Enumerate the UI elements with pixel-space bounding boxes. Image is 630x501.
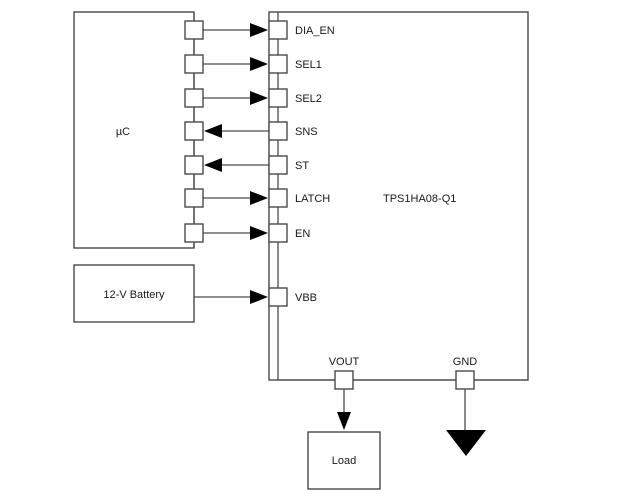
mcu-pad-sel1[interactable] bbox=[184, 54, 204, 74]
mcu-label: µC bbox=[116, 126, 130, 138]
mcu-box bbox=[73, 11, 195, 249]
pin-label-sel2: SEL2 bbox=[295, 93, 322, 105]
arrow-sel2-icon bbox=[250, 91, 268, 105]
battery-block[interactable]: 12-V Battery bbox=[73, 264, 195, 323]
signal-row-st[interactable]: ST bbox=[184, 155, 309, 175]
ic-pad-sel1[interactable] bbox=[268, 54, 288, 74]
arrow-vout-icon bbox=[337, 412, 351, 430]
mcu-pad-en[interactable] bbox=[184, 223, 204, 243]
pin-label-vout: VOUT bbox=[329, 356, 360, 368]
arrow-latch-icon bbox=[250, 191, 268, 205]
load-label: Load bbox=[332, 455, 356, 467]
ic-pad-latch[interactable] bbox=[268, 188, 288, 208]
arrow-sns-icon bbox=[204, 124, 222, 138]
pin-label-en: EN bbox=[295, 228, 310, 240]
ic-pad-dia-en[interactable] bbox=[268, 20, 288, 40]
arrow-sel1-icon bbox=[250, 57, 268, 71]
power-row-vout[interactable]: VOUT bbox=[329, 356, 360, 430]
ground-symbol-icon bbox=[446, 430, 486, 456]
ic-pad-sel2[interactable] bbox=[268, 88, 288, 108]
pin-label-vbb: VBB bbox=[295, 292, 317, 304]
signal-row-latch[interactable]: LATCH bbox=[184, 188, 330, 208]
signal-row-sel1[interactable]: SEL1 bbox=[184, 54, 322, 74]
ic-part-number: TPS1HA08-Q1 bbox=[383, 193, 456, 205]
mcu-block[interactable]: µC bbox=[73, 11, 195, 249]
signal-row-sns[interactable]: SNS bbox=[184, 121, 318, 141]
mcu-pad-sel2[interactable] bbox=[184, 88, 204, 108]
load-block[interactable]: Load bbox=[307, 431, 381, 490]
pin-label-latch: LATCH bbox=[295, 193, 330, 205]
pin-label-st: ST bbox=[295, 160, 309, 172]
signal-row-sel2[interactable]: SEL2 bbox=[184, 88, 322, 108]
ic-box bbox=[268, 11, 529, 381]
signal-row-dia-en[interactable]: DIA_EN bbox=[184, 20, 335, 40]
ic-pad-st[interactable] bbox=[268, 155, 288, 175]
arrow-dia-en-icon bbox=[250, 23, 268, 37]
pin-label-gnd: GND bbox=[453, 356, 478, 368]
arrow-en-icon bbox=[250, 226, 268, 240]
ic-pad-vout[interactable] bbox=[334, 370, 354, 390]
ic-pad-sns[interactable] bbox=[268, 121, 288, 141]
load-box bbox=[307, 431, 381, 490]
arrow-st-icon bbox=[204, 158, 222, 172]
ic-pad-gnd[interactable] bbox=[455, 370, 475, 390]
mcu-pad-sns[interactable] bbox=[184, 121, 204, 141]
power-row-vbb[interactable]: VBB bbox=[194, 287, 317, 307]
pin-label-sel1: SEL1 bbox=[295, 59, 322, 71]
pin-label-dia-en: DIA_EN bbox=[295, 25, 335, 37]
arrow-vbb-icon bbox=[250, 290, 268, 304]
pin-label-sns: SNS bbox=[295, 126, 318, 138]
ic-pad-en[interactable] bbox=[268, 223, 288, 243]
ic-pad-vbb[interactable] bbox=[268, 287, 288, 307]
power-row-gnd[interactable]: GND bbox=[446, 356, 486, 456]
mcu-pad-latch[interactable] bbox=[184, 188, 204, 208]
signal-row-en[interactable]: EN bbox=[184, 223, 310, 243]
mcu-pad-dia-en[interactable] bbox=[184, 20, 204, 40]
ic-block[interactable]: TPS1HA08-Q1 bbox=[268, 11, 529, 381]
battery-box bbox=[73, 264, 195, 323]
mcu-pad-st[interactable] bbox=[184, 155, 204, 175]
battery-label: 12-V Battery bbox=[103, 289, 165, 301]
